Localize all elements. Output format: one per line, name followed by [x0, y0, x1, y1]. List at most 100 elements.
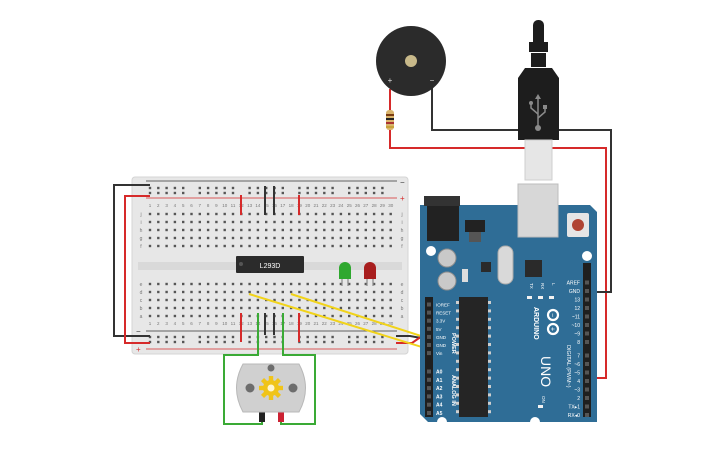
rail-hole[interactable] [165, 335, 168, 339]
terminal-hole[interactable] [314, 306, 318, 310]
terminal-hole[interactable] [348, 290, 351, 294]
terminal-hole[interactable] [198, 314, 201, 318]
terminal-hole[interactable] [248, 228, 251, 232]
terminal-hole[interactable] [389, 314, 392, 318]
terminal-hole[interactable] [306, 236, 309, 240]
terminal-hole[interactable] [273, 282, 276, 286]
terminal-hole[interactable] [256, 228, 260, 232]
rail-hole[interactable] [298, 191, 301, 195]
terminal-hole[interactable] [356, 236, 359, 240]
terminal-hole[interactable] [339, 306, 343, 310]
rail-hole[interactable] [198, 186, 201, 190]
rail-hole[interactable] [198, 335, 201, 339]
terminal-hole[interactable] [148, 212, 152, 216]
rail-hole[interactable] [198, 340, 201, 344]
terminal-hole[interactable] [306, 306, 309, 310]
rail-hole[interactable] [381, 186, 384, 190]
rail-hole[interactable] [206, 335, 210, 339]
terminal-hole[interactable] [182, 220, 185, 224]
rail-hole[interactable] [248, 186, 251, 190]
terminal-hole[interactable] [231, 314, 235, 318]
terminal-hole[interactable] [331, 212, 334, 216]
terminal-hole[interactable] [173, 282, 177, 286]
terminal-hole[interactable] [223, 212, 226, 216]
terminal-hole[interactable] [248, 298, 251, 302]
terminal-hole[interactable] [372, 298, 376, 302]
terminal-hole[interactable] [198, 220, 201, 224]
terminal-hole[interactable] [348, 220, 351, 224]
terminal-hole[interactable] [256, 212, 260, 216]
terminal-hole[interactable] [289, 298, 293, 302]
terminal-hole[interactable] [381, 244, 384, 248]
terminal-hole[interactable] [231, 212, 235, 216]
terminal-hole[interactable] [381, 236, 384, 240]
terminal-hole[interactable] [306, 212, 309, 216]
rail-hole[interactable] [331, 186, 334, 190]
rail-hole[interactable] [314, 186, 318, 190]
terminal-hole[interactable] [273, 306, 276, 310]
terminal-hole[interactable] [331, 298, 334, 302]
digital-pin-socket[interactable] [585, 387, 589, 392]
terminal-hole[interactable] [372, 306, 376, 310]
terminal-hole[interactable] [206, 282, 210, 286]
power-pin-socket[interactable] [427, 343, 431, 347]
terminal-hole[interactable] [206, 228, 210, 232]
terminal-hole[interactable] [331, 290, 334, 294]
terminal-hole[interactable] [314, 282, 318, 286]
terminal-hole[interactable] [381, 220, 384, 224]
terminal-hole[interactable] [256, 306, 260, 310]
rail-hole[interactable] [381, 335, 384, 339]
terminal-hole[interactable] [281, 212, 284, 216]
terminal-hole[interactable] [206, 220, 210, 224]
digital-pin-socket[interactable] [585, 362, 589, 366]
rail-hole[interactable] [314, 335, 318, 339]
rail-hole[interactable] [323, 191, 326, 195]
digital-pin-socket[interactable] [585, 413, 589, 417]
analog-pin-socket[interactable] [427, 377, 431, 382]
terminal-hole[interactable] [215, 228, 218, 232]
terminal-hole[interactable] [339, 298, 343, 302]
usb-cable[interactable] [518, 20, 559, 181]
terminal-hole[interactable] [182, 244, 185, 248]
led-red[interactable] [364, 262, 376, 286]
rail-hole[interactable] [198, 191, 201, 195]
terminal-hole[interactable] [173, 306, 177, 310]
rail-hole[interactable] [348, 191, 351, 195]
rail-hole[interactable] [173, 340, 177, 344]
rail-hole[interactable] [231, 335, 235, 339]
terminal-hole[interactable] [273, 244, 276, 248]
rail-hole[interactable] [331, 335, 334, 339]
power-pin-socket[interactable] [427, 310, 431, 315]
terminal-hole[interactable] [339, 236, 343, 240]
terminal-hole[interactable] [281, 298, 284, 302]
terminal-hole[interactable] [148, 306, 152, 310]
terminal-hole[interactable] [173, 220, 177, 224]
terminal-hole[interactable] [298, 244, 301, 248]
terminal-hole[interactable] [364, 306, 367, 310]
terminal-hole[interactable] [157, 236, 160, 240]
terminal-hole[interactable] [215, 244, 218, 248]
power-pin-socket[interactable] [427, 351, 431, 356]
terminal-hole[interactable] [231, 298, 235, 302]
terminal-hole[interactable] [372, 236, 376, 240]
terminal-hole[interactable] [223, 282, 226, 286]
terminal-hole[interactable] [331, 244, 334, 248]
terminal-hole[interactable] [323, 314, 326, 318]
terminal-hole[interactable] [372, 314, 376, 318]
power-pin-socket[interactable] [427, 318, 431, 323]
terminal-hole[interactable] [364, 290, 367, 294]
terminal-hole[interactable] [281, 220, 284, 224]
rail-hole[interactable] [323, 335, 326, 339]
terminal-hole[interactable] [389, 244, 392, 248]
wire-green-motor-b[interactable] [280, 313, 316, 425]
terminal-hole[interactable] [339, 282, 343, 286]
terminal-hole[interactable] [182, 298, 185, 302]
terminal-hole[interactable] [215, 298, 218, 302]
terminal-hole[interactable] [289, 212, 293, 216]
terminal-hole[interactable] [182, 212, 185, 216]
terminal-hole[interactable] [215, 212, 218, 216]
terminal-hole[interactable] [331, 220, 334, 224]
power-pin-socket[interactable] [427, 326, 431, 331]
terminal-hole[interactable] [389, 282, 392, 286]
terminal-hole[interactable] [356, 212, 359, 216]
